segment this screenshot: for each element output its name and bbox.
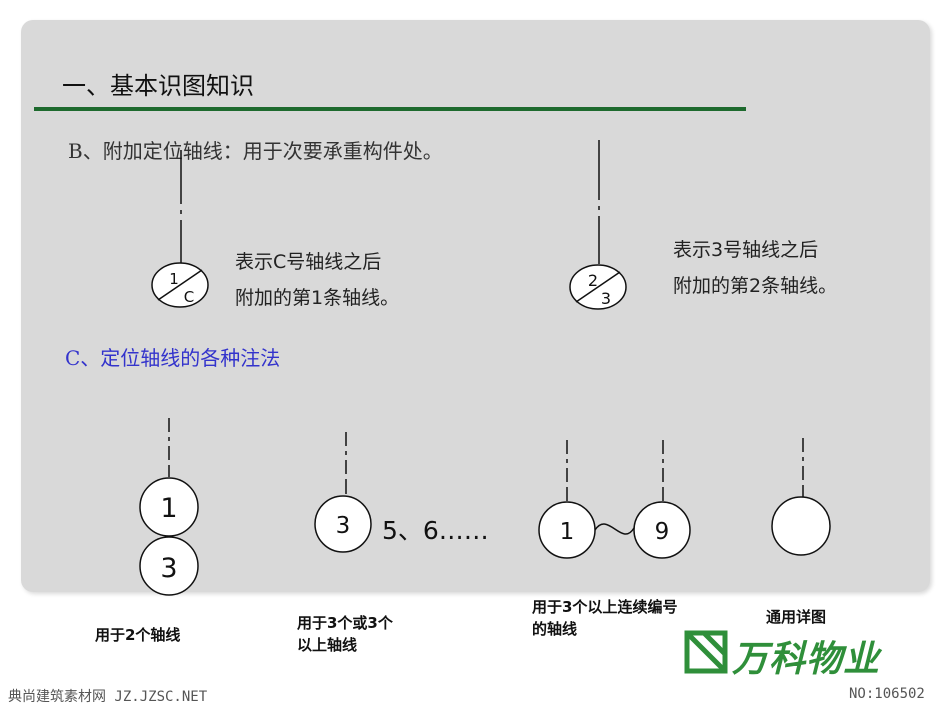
ex1-bottom-label: 3	[160, 553, 177, 584]
footer-watermark: 典尚建筑素材网 JZ.JZSC.NET	[8, 689, 208, 705]
ex3-right-label: 9	[655, 519, 670, 545]
ex3-caption-line2: 的轴线	[532, 620, 578, 638]
ex3-caption: 用于3个以上连续编号 的轴线	[532, 596, 677, 640]
example-consecutive-axes	[538, 440, 691, 559]
range-connector	[594, 523, 635, 535]
axis-circle-blank	[771, 496, 831, 556]
example-detail-axis	[771, 438, 831, 556]
section-c-heading: C、定位轴线的各种注法	[65, 346, 281, 370]
ex1-caption: 用于2个轴线	[95, 626, 181, 644]
slide-title: 一、基本识图知识	[62, 72, 254, 100]
ex3-left-label: 1	[560, 519, 575, 545]
additional-axis-2	[569, 140, 627, 310]
desc-2: 表示3号轴线之后 附加的第2条轴线。	[673, 232, 837, 304]
axis-circle-9	[633, 501, 691, 559]
ex2-trail: 5、6……	[382, 516, 489, 545]
ex2-label: 3	[336, 513, 351, 539]
section-b-heading: B、附加定位轴线：用于次要承重构件处。	[68, 139, 443, 163]
desc-1: 表示C号轴线之后 附加的第1条轴线。	[235, 244, 399, 316]
ex2-caption: 用于3个或3个 以上轴线	[297, 612, 393, 656]
additional-axis-1	[151, 150, 209, 308]
desc-1-line1: 表示C号轴线之后	[235, 251, 382, 273]
example-two-axes	[139, 418, 199, 596]
bubble-1-top: 1	[169, 270, 179, 288]
bubble-1-bottom: C	[184, 288, 194, 306]
footer-number: NO:106502	[849, 686, 925, 702]
desc-1-line2: 附加的第1条轴线。	[235, 287, 400, 309]
brand-name: 万科物业	[732, 639, 881, 680]
axis-circle-3	[139, 536, 199, 596]
desc-2-line1: 表示3号轴线之后	[673, 239, 819, 261]
ex3-caption-line1: 用于3个以上连续编号	[532, 598, 678, 616]
title-underline	[34, 107, 746, 111]
bubble-2-bottom: 3	[601, 289, 611, 308]
ex2-caption-line2: 以上轴线	[297, 636, 358, 654]
ex2-caption-line1: 用于3个或3个	[297, 614, 393, 632]
bubble-2-top: 2	[588, 271, 598, 290]
example-three-axes	[314, 432, 372, 553]
ex4-caption: 通用详图	[766, 608, 827, 626]
ex1-top-label: 1	[160, 493, 177, 524]
desc-2-line2: 附加的第2条轴线。	[673, 275, 838, 297]
brand-logo-icon	[684, 630, 728, 674]
axis-circle-3b	[314, 495, 372, 553]
axis-circle-1	[139, 477, 199, 537]
